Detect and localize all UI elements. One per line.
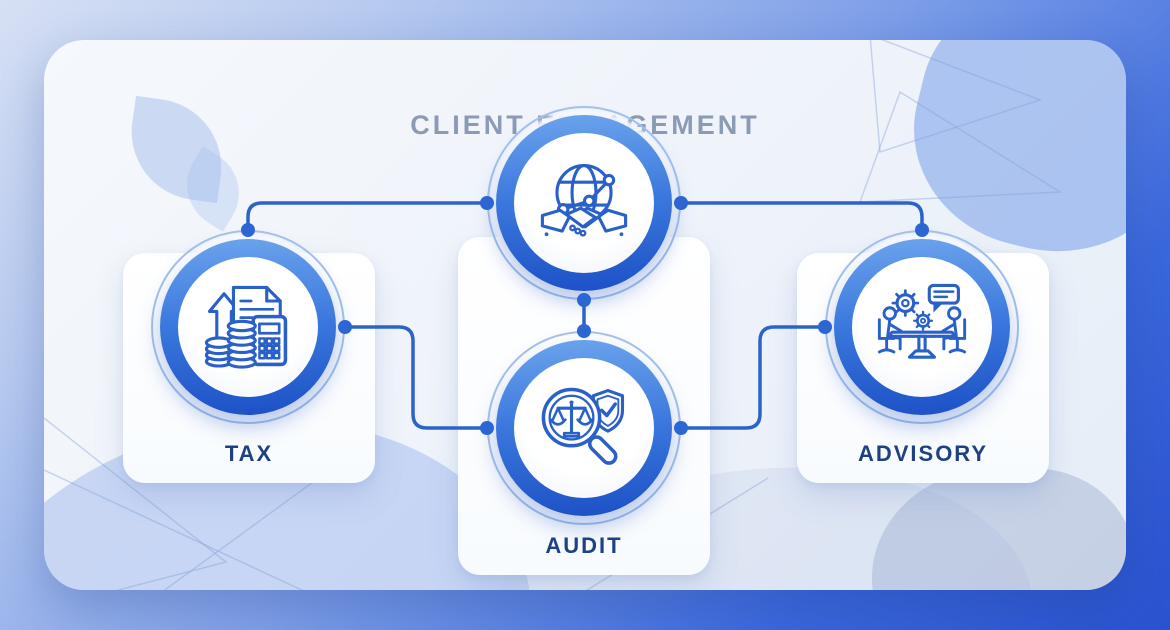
- node-inner-circle: [514, 358, 654, 498]
- advisory-label: ADVISORY: [857, 441, 989, 466]
- audit-label: AUDIT: [545, 533, 623, 558]
- node-inner-circle: [178, 257, 318, 397]
- audit-magnifier-scales-icon: [541, 387, 625, 465]
- node-tax: [151, 230, 345, 424]
- decor-swoosh-bottom-right: [872, 468, 1126, 590]
- tax-growth-calculator-icon: [204, 285, 288, 369]
- node-client-engagement: [487, 106, 681, 300]
- node-audit: [487, 331, 681, 525]
- decor-leaf-shape-small: [170, 146, 256, 232]
- globe-handshake-icon: [540, 164, 628, 237]
- advisory-consultation-icon: [877, 283, 967, 359]
- tax-label: TAX: [224, 441, 274, 466]
- node-inner-circle: [852, 257, 992, 397]
- node-advisory: [825, 230, 1019, 424]
- node-inner-circle: [514, 133, 654, 273]
